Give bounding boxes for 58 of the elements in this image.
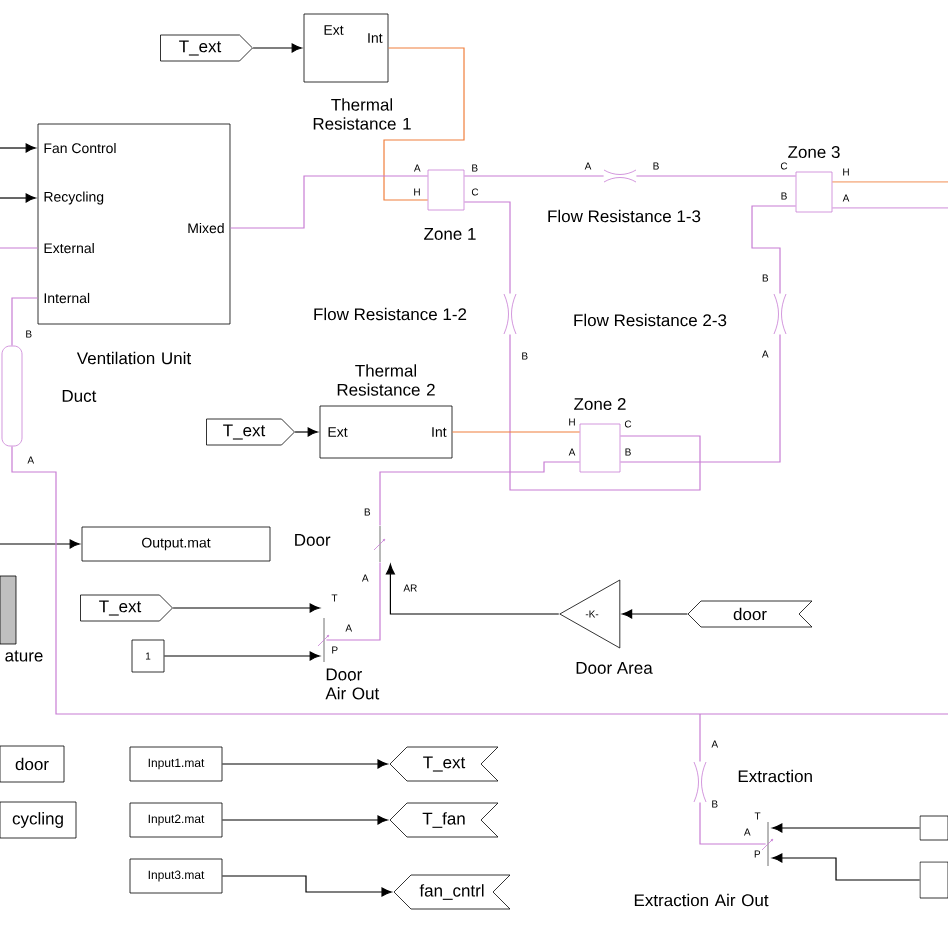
connector (325, 561, 381, 641)
connector (463, 175, 605, 177)
block-label: Thermal Resistance 2 (337, 364, 435, 396)
connector (294, 427, 318, 437)
connector (252, 43, 302, 53)
connector (831, 207, 948, 209)
block: cycling (0, 801, 77, 839)
block-label: Flow Resistance 1-2 (314, 307, 467, 321)
connector (509, 333, 701, 491)
block-label: Extraction Air Out (634, 893, 769, 907)
goto-tag: T_ext (206, 418, 295, 446)
block-label: Zone 2 (574, 398, 626, 410)
from-tag: T_ext (389, 746, 499, 782)
connector (385, 564, 560, 615)
connector (379, 461, 581, 527)
connector (11, 445, 948, 763)
from-tag: T_fan (389, 802, 499, 838)
block: door (0, 745, 65, 783)
from-tag: fan_cntrl (393, 874, 511, 910)
connector (751, 205, 797, 295)
connector (221, 759, 388, 769)
connector (0, 539, 80, 549)
connector (463, 201, 511, 295)
connector (831, 181, 948, 183)
block-label: Door (295, 534, 331, 546)
block-label: Ventilation Unit (76, 351, 192, 365)
from-tag: door (687, 600, 813, 628)
connector (0, 143, 36, 153)
block (919, 815, 948, 841)
connector (221, 815, 388, 825)
connector (229, 175, 429, 229)
connector (383, 47, 465, 201)
block-label: Door Area (576, 662, 653, 674)
connector (0, 247, 39, 249)
goto-tag: T_ext (160, 34, 253, 62)
block (919, 861, 948, 899)
connector (772, 853, 921, 881)
goto-tag: T_ext (80, 594, 173, 622)
connector (772, 823, 921, 833)
connector (172, 603, 320, 613)
block-label: Zone 3 (788, 146, 840, 158)
connector (699, 801, 767, 845)
block-label: Door Air Out (325, 668, 380, 700)
connector (11, 297, 39, 347)
connector (451, 431, 581, 433)
block-label: Thermal Resistance 1 (313, 98, 411, 130)
connector (0, 193, 36, 203)
block-label: Extraction (738, 769, 812, 783)
connector (619, 333, 781, 463)
block-label: Zone 1 (424, 228, 476, 240)
block-label: Flow Resistance 1-3 (548, 209, 701, 223)
connector (635, 175, 797, 177)
connector (621, 609, 689, 619)
block-label: Flow Resistance 2-3 (574, 313, 727, 327)
block-label: ature (5, 650, 43, 662)
connector (221, 875, 392, 897)
block-label: Duct (62, 390, 97, 402)
connector (163, 651, 320, 661)
